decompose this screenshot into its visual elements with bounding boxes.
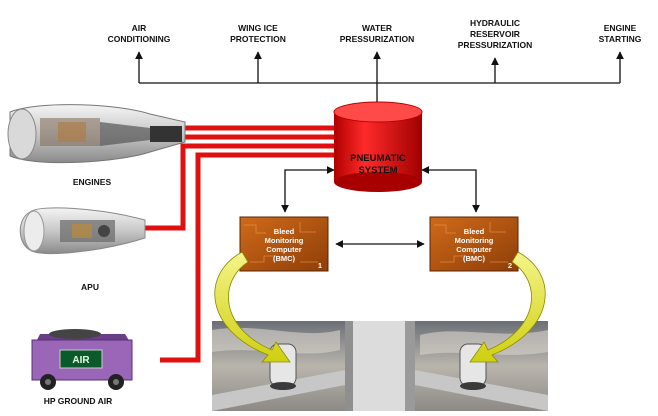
- svg-text:1: 1: [318, 261, 322, 270]
- svg-text:Bleed: Bleed: [464, 227, 485, 236]
- svg-text:Computer: Computer: [266, 245, 301, 254]
- label-hydraulic-reservoir: HYDRAULIC RESERVOIR PRESSURIZATION: [458, 18, 532, 50]
- engines-label: ENGINES: [73, 177, 112, 187]
- label-water-pressurization: WATER PRESSURIZATION: [340, 23, 414, 44]
- apu-label: APU: [81, 282, 99, 292]
- hp-ground-air-cart: AIR: [31, 329, 133, 390]
- hp-ground-air-label: HP GROUND AIR: [44, 396, 112, 406]
- svg-text:RESERVOIR: RESERVOIR: [470, 29, 520, 39]
- output-bus: [135, 51, 624, 104]
- svg-text:SYSTEM: SYSTEM: [358, 165, 397, 176]
- svg-text:(BMC): (BMC): [273, 254, 296, 263]
- svg-text:WING ICE: WING ICE: [238, 23, 278, 33]
- svg-text:PRESSURIZATION: PRESSURIZATION: [340, 34, 414, 44]
- bmc-2: Bleed Monitoring Computer (BMC) 2: [429, 216, 519, 272]
- svg-text:WATER: WATER: [362, 23, 392, 33]
- svg-text:STARTING: STARTING: [599, 34, 642, 44]
- svg-text:PROTECTION: PROTECTION: [230, 34, 286, 44]
- cart-air-display: AIR: [72, 355, 90, 366]
- svg-text:PRESSURIZATION: PRESSURIZATION: [458, 40, 532, 50]
- pneumatic-system: PNEUMATIC SYSTEM: [333, 101, 423, 192]
- svg-text:CONDITIONING: CONDITIONING: [108, 34, 171, 44]
- svg-text:Monitoring: Monitoring: [455, 236, 494, 245]
- svg-text:PNEUMATIC: PNEUMATIC: [350, 153, 406, 164]
- svg-text:(BMC): (BMC): [463, 254, 486, 263]
- yellow-arrow-right: [469, 251, 546, 363]
- apu-illustration: [19, 207, 146, 255]
- yellow-arrow-left: [214, 251, 291, 363]
- svg-text:ENGINE: ENGINE: [604, 23, 637, 33]
- svg-text:AIR: AIR: [132, 23, 147, 33]
- label-air-conditioning: AIR CONDITIONING: [108, 23, 171, 44]
- bmc-links: [281, 166, 480, 248]
- bmc-to-engine-arrows: [214, 251, 546, 363]
- line-ground-air: [160, 152, 340, 363]
- label-wing-ice-protection: WING ICE PROTECTION: [230, 23, 286, 44]
- svg-text:2: 2: [508, 261, 512, 270]
- link-bmc2: [421, 166, 480, 213]
- label-engine-starting: ENGINE STARTING: [599, 23, 642, 44]
- aircraft-view-image: [212, 321, 548, 411]
- air-supply-lines: [145, 125, 340, 363]
- svg-text:Computer: Computer: [456, 245, 491, 254]
- svg-text:Bleed: Bleed: [274, 227, 295, 236]
- svg-text:Monitoring: Monitoring: [265, 236, 304, 245]
- link-bmc1: [281, 166, 335, 213]
- line-apu: [145, 143, 340, 231]
- bmc-1: Bleed Monitoring Computer (BMC) 1: [239, 216, 329, 272]
- engine-illustration: [7, 104, 186, 164]
- svg-text:HYDRAULIC: HYDRAULIC: [470, 18, 520, 28]
